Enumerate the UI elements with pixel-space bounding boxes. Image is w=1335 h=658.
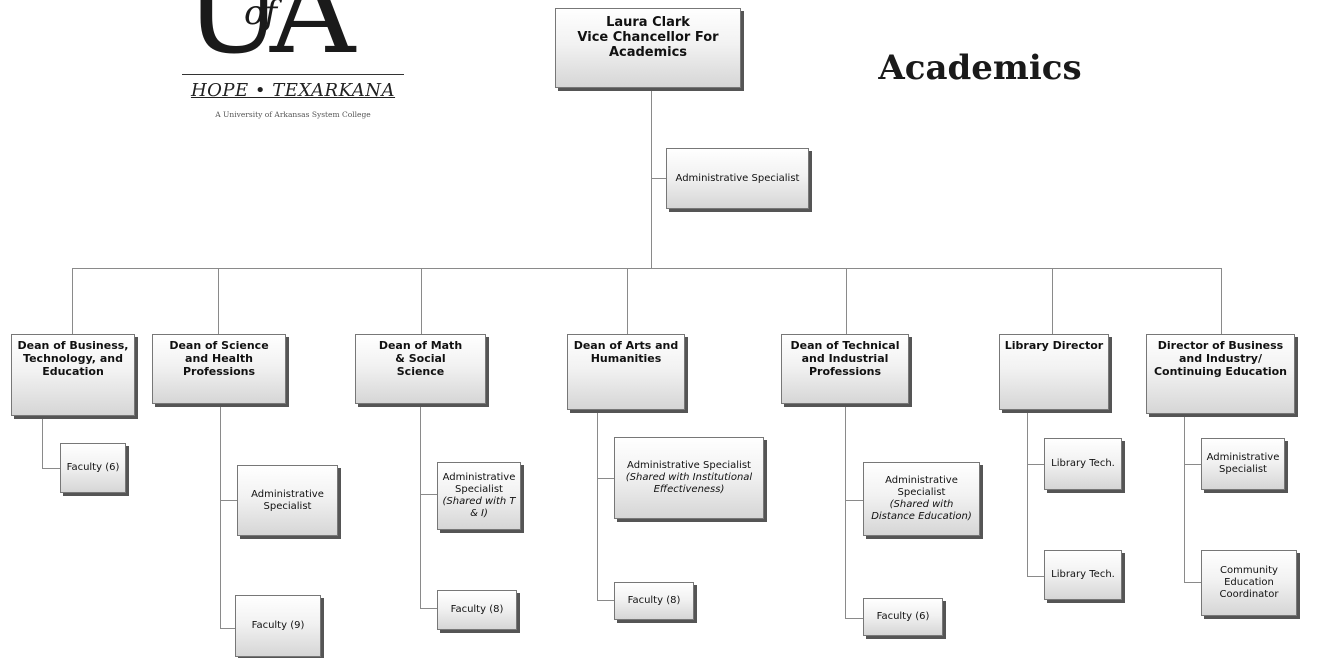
staff-label: Administrative Specialist [885, 475, 958, 498]
connector [420, 608, 437, 609]
connector [1184, 464, 1201, 465]
staff-label: Administrative Specialist [442, 472, 516, 495]
logo-rule [182, 74, 404, 75]
staff-box: Faculty (6) [863, 598, 943, 636]
division-head: Library Director [999, 334, 1109, 410]
staff-box: Faculty (8) [437, 590, 517, 630]
connector [220, 404, 221, 628]
connector [220, 628, 235, 629]
staff-label: Faculty (6) [876, 611, 930, 622]
staff-box: Administrative Specialist (Shared with D… [863, 462, 980, 536]
staff-label: Faculty (8) [450, 604, 504, 615]
connector [845, 618, 863, 619]
connector [1027, 576, 1044, 577]
staff-label: Library Tech. [1051, 569, 1115, 580]
staff-label: Faculty (9) [251, 620, 305, 631]
staff-box: Library Tech. [1044, 550, 1122, 600]
connector [420, 494, 437, 495]
connector [1027, 464, 1044, 465]
staff-box: Faculty (9) [235, 595, 321, 657]
staff-label: Faculty (8) [627, 595, 681, 606]
staff-note: (Shared with T & I) [442, 496, 516, 519]
staff-label: Administrative Specialist [627, 460, 751, 471]
top-administrative-specialist: Administrative Specialist [666, 148, 809, 209]
division-head: Dean of Arts and Humanities [567, 334, 685, 410]
connector [1221, 268, 1222, 334]
connector [846, 268, 847, 334]
logo-letter-a: A [270, 0, 356, 80]
connector [597, 600, 614, 601]
staff-label: Faculty (6) [66, 462, 120, 473]
connector [72, 268, 1221, 269]
logo-tagline: A University of Arkansas System College [215, 110, 371, 119]
staff-box: Administrative Specialist [1201, 438, 1285, 490]
logo-letter-u: U [184, 0, 283, 80]
division-head: Dean of Technical and Industrial Profess… [781, 334, 909, 404]
staff-box: Community Education Coordinator [1201, 550, 1297, 616]
staff-note: (Shared with Institutional Effectiveness… [625, 472, 753, 495]
connector [42, 468, 60, 469]
connector [845, 404, 846, 618]
connector [597, 478, 614, 479]
connector [1027, 410, 1028, 576]
connector [845, 500, 863, 501]
connector [220, 500, 237, 501]
connector [421, 268, 422, 334]
logo-letter-of: of [244, 0, 278, 33]
connector [1184, 414, 1185, 582]
staff-label: Community Education Coordinator [1219, 565, 1279, 600]
connector [1052, 268, 1053, 334]
connector [627, 268, 628, 334]
staff-label: Administrative Specialist [675, 172, 800, 184]
connector [42, 416, 43, 468]
division-head: Dean of Business, Technology, and Educat… [11, 334, 135, 416]
vice-chancellor-role: Vice Chancellor For Academics [577, 30, 719, 60]
vice-chancellor-box: Laura Clark Vice Chancellor For Academic… [555, 8, 741, 88]
staff-box: Library Tech. [1044, 438, 1122, 490]
staff-box: Faculty (6) [60, 443, 126, 493]
staff-box: Administrative Specialist (Shared with I… [614, 437, 764, 519]
connector [420, 404, 421, 608]
staff-box: Administrative Specialist (Shared with T… [437, 462, 521, 530]
connector [72, 268, 73, 334]
vice-chancellor-name: Laura Clark [606, 15, 690, 30]
staff-label: Library Tech. [1051, 458, 1115, 469]
division-head: Dean of Science and Health Professions [152, 334, 286, 404]
staff-note: (Shared with Distance Education) [871, 499, 972, 522]
page-title: Academics [878, 48, 1082, 88]
division-head: Director of Business and Industry/ Conti… [1146, 334, 1295, 414]
connector [218, 268, 219, 334]
connector [651, 178, 667, 179]
staff-box: Faculty (8) [614, 582, 694, 620]
staff-box: Administrative Specialist [237, 465, 338, 536]
connector [597, 410, 598, 600]
staff-label: Administrative Specialist [1206, 452, 1280, 475]
division-head: Dean of Math & Social Science [355, 334, 486, 404]
logo-city: HOPE • TEXARKANA [190, 80, 396, 101]
staff-label: Administrative Specialist [251, 488, 324, 512]
connector [1184, 582, 1201, 583]
